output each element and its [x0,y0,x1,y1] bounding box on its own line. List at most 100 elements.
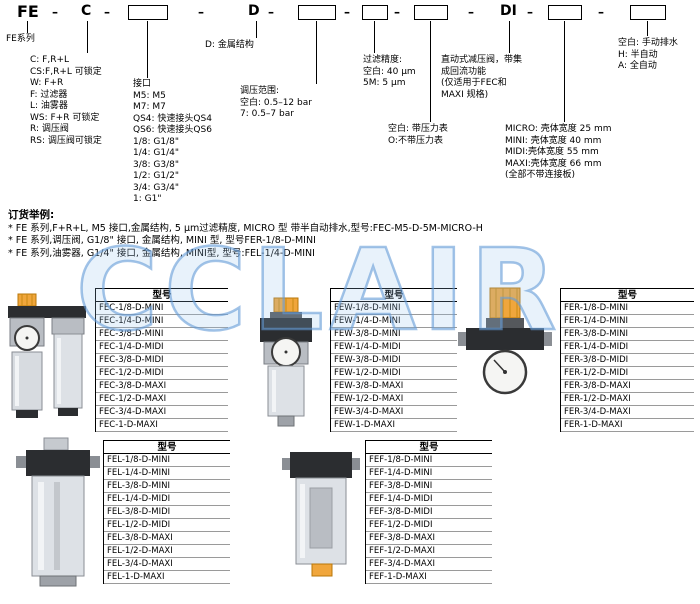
model-row: FEW-1-D-MAXI [331,419,457,432]
model-row: FEL-1/2-D-MAXI [104,545,230,558]
annotation-line: 1: G1" [133,194,162,204]
connector-line [316,21,317,84]
connector-line [374,21,375,53]
annotation-line: C: F,R+L [30,55,70,65]
model-row: FEF-3/8-D-MIDI [366,506,492,519]
model-row: FEC-1-D-MAXI [96,419,228,432]
annotation-line: M7: M7 [133,102,166,112]
model-row: FEF-1/2-D-MAXI [366,545,492,558]
annotation-line: 1/2: G1/2" [133,171,179,181]
code-dash: – [268,5,274,19]
annotation-line: F: 过滤器 [30,89,68,100]
model-row: FEW-3/8-D-MAXI [331,380,457,393]
model-row: FEF-1/4-D-MIDI [366,493,492,506]
connector-line [256,21,257,38]
model-row: FEW-3/8-D-MINI [331,328,457,341]
annotation-line: 5M: 5 μm [363,78,406,88]
annotation-line: CS:F,R+L 可锁定 [30,66,102,77]
annotation-line: WS: F+R 可锁定 [30,112,100,123]
annotation-line: 接口 [133,79,152,89]
annotation-line: 空白: 40 μm [363,66,416,77]
annotation-line: 空白: 0.5–12 bar [240,97,312,108]
annotation-line: 直动式减压阀，带集 [441,55,523,65]
annotation-line: W: F+R [30,78,64,88]
annotation-line: 过滤精度: [363,55,403,65]
model-row: FEF-3/8-D-MINI [366,480,492,493]
product-image-fer-regulator [458,287,552,395]
product-image-fef-filter [282,452,360,577]
product-image-fec-combo-unit [8,293,86,418]
model-row: FEC-3/8-D-MIDI [96,354,228,367]
connector-line [87,21,88,53]
code-segment-function: C [81,3,92,19]
annotation-line: 3/8: G3/8" [133,159,179,170]
model-table-header: 型号 [96,288,228,302]
model-row: FEW-1/8-D-MINI [331,302,457,315]
model-row: FEW-1/4-D-MIDI [331,341,457,354]
connector-line [509,21,510,53]
ordering-example-line: * FE 系列,油雾器, G1/4" 接口, 金属结构, MINI型, 型号:F… [8,247,315,259]
annotation-line: D: 金属结构 [205,40,254,50]
code-box-gauge [414,5,448,20]
model-row: FEW-1/2-D-MAXI [331,393,457,406]
model-row: FEC-1/2-D-MIDI [96,367,228,380]
annotation-line: M5: M5 [133,90,166,101]
code-box-size [548,5,582,20]
code-segment-series: FE [17,2,39,21]
model-row: FEC-3/4-D-MAXI [96,406,228,419]
ordering-examples-title: 订货举例: [8,209,55,221]
model-row: FER-3/8-D-MINI [561,328,694,341]
model-row: FER-1/2-D-MAXI [561,393,694,406]
annotation-line: 成回流功能 [441,66,487,77]
model-row: FEL-1/2-D-MIDI [104,519,230,532]
annotation-line: 空白: 带压力表 [388,124,448,134]
code-box-port [128,5,168,20]
connector-line [27,21,28,33]
model-row: FEL-1/4-D-MINI [104,467,230,480]
model-row: FEL-1/8-D-MINI [104,454,230,467]
code-dash: – [394,5,400,19]
annotation-line: (全部不带连接板) [505,170,576,180]
model-row: FEW-3/4-D-MAXI [331,406,457,419]
annotation-line: MINI: 壳体宽度 40 mm [505,135,602,146]
annotation-line: FE系列 [6,34,35,44]
model-row: FEC-3/8-D-MAXI [96,380,228,393]
code-dash: – [468,5,474,19]
annotation-line: RS: 调压阀可锁定 [30,135,102,146]
annotation-series: FE系列 [6,34,35,46]
code-box-drain [630,5,666,20]
model-row: FER-1/4-D-MINI [561,315,694,328]
model-row: FEL-1/4-D-MIDI [104,493,230,506]
annotation-line: 调压范围: [240,86,280,96]
code-dash: – [198,5,204,19]
annotation-line: QS6: 快速接头QS6 [133,125,212,135]
connector-line [147,21,148,78]
annotation-line: O:不带压力表 [388,135,443,146]
model-row: FEC-1/4-D-MIDI [96,341,228,354]
product-image-fel-lubricator [16,437,100,587]
model-row: FER-3/8-D-MAXI [561,380,694,393]
annotation-line: MAXI 规格) [441,89,489,100]
connector-line [564,21,565,122]
model-row: FEL-3/8-D-MIDI [104,506,230,519]
model-row: FEW-1/2-D-MIDI [331,367,457,380]
model-row: FEL-3/8-D-MAXI [104,532,230,545]
model-row: FEW-1/4-D-MINI [331,315,457,328]
annotation-line: MAXI:壳体宽度 66 mm [505,158,602,169]
model-row: FEF-1/8-D-MINI [366,454,492,467]
annotation-line: 1/8: G1/8" [133,136,179,147]
code-box-filtration [362,5,388,20]
code-dash: – [527,5,533,19]
